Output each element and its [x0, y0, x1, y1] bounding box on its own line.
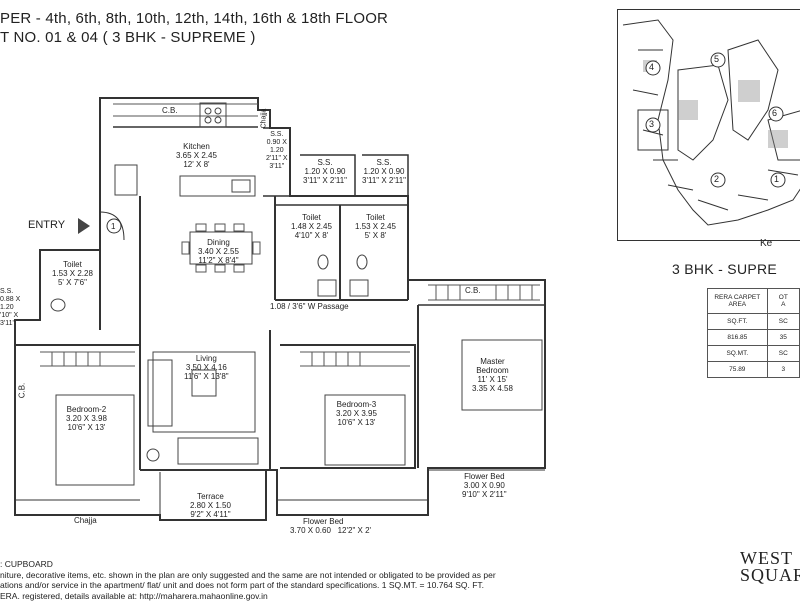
table-cell: 3 — [767, 362, 799, 378]
variant-title: 3 BHK - SUPRE — [672, 261, 777, 277]
chajja-label-top: Chajja — [259, 109, 268, 129]
key-plan-unit-2: 2 — [714, 175, 719, 184]
legend-notes: : CUPBOARD niture, decorative items, etc… — [0, 559, 496, 601]
room-flower-bed-bottom-dims: 3.70 X 0.60 12'2" X 2' — [290, 526, 371, 535]
chajja-label-bottom: Chajja — [74, 516, 97, 525]
table-cell: 75.89 — [708, 362, 768, 378]
table-cell: SC — [767, 346, 799, 362]
key-plan-caption: Ke — [760, 238, 772, 249]
legend-line: ations and/or service in the apartment/ … — [0, 580, 496, 591]
entry-number: 1 — [111, 222, 115, 231]
legend-line: ERA. registered, details available at: h… — [0, 591, 496, 601]
cb-label-left: C.B. — [17, 383, 26, 399]
entry-label: ENTRY — [28, 221, 65, 230]
brand-logo: WEST SQUAR — [740, 550, 800, 584]
table-cell: 816.85 — [708, 330, 768, 346]
room-flower-bed-bottom: Flower Bed — [303, 517, 343, 526]
key-plan: 4 5 3 6 2 1 — [617, 9, 800, 241]
key-plan-unit-5: 5 — [714, 55, 719, 64]
legend-line: : CUPBOARD — [0, 559, 496, 570]
key-plan-unit-1: 1 — [774, 175, 779, 184]
table-cell: SC — [767, 314, 799, 330]
passage-label: 1.08 / 3'6" W Passage — [270, 302, 349, 311]
table-cell: 35 — [767, 330, 799, 346]
cb-label-top: C.B. — [162, 106, 178, 115]
table-row: SQ.MT.SC — [708, 346, 800, 362]
key-plan-unit-4: 4 — [649, 63, 654, 72]
table-cell: SQ.FT. — [708, 314, 768, 330]
cb-label-right: C.B. — [465, 286, 481, 295]
key-plan-unit-6: 6 — [772, 109, 777, 118]
key-plan-unit-3: 3 — [649, 120, 654, 129]
table-row: SQ.FT.SC — [708, 314, 800, 330]
table-cell: SQ.MT. — [708, 346, 768, 362]
legend-line: niture, decorative items, etc. shown in … — [0, 570, 496, 581]
key-plan-drawing — [618, 10, 800, 240]
